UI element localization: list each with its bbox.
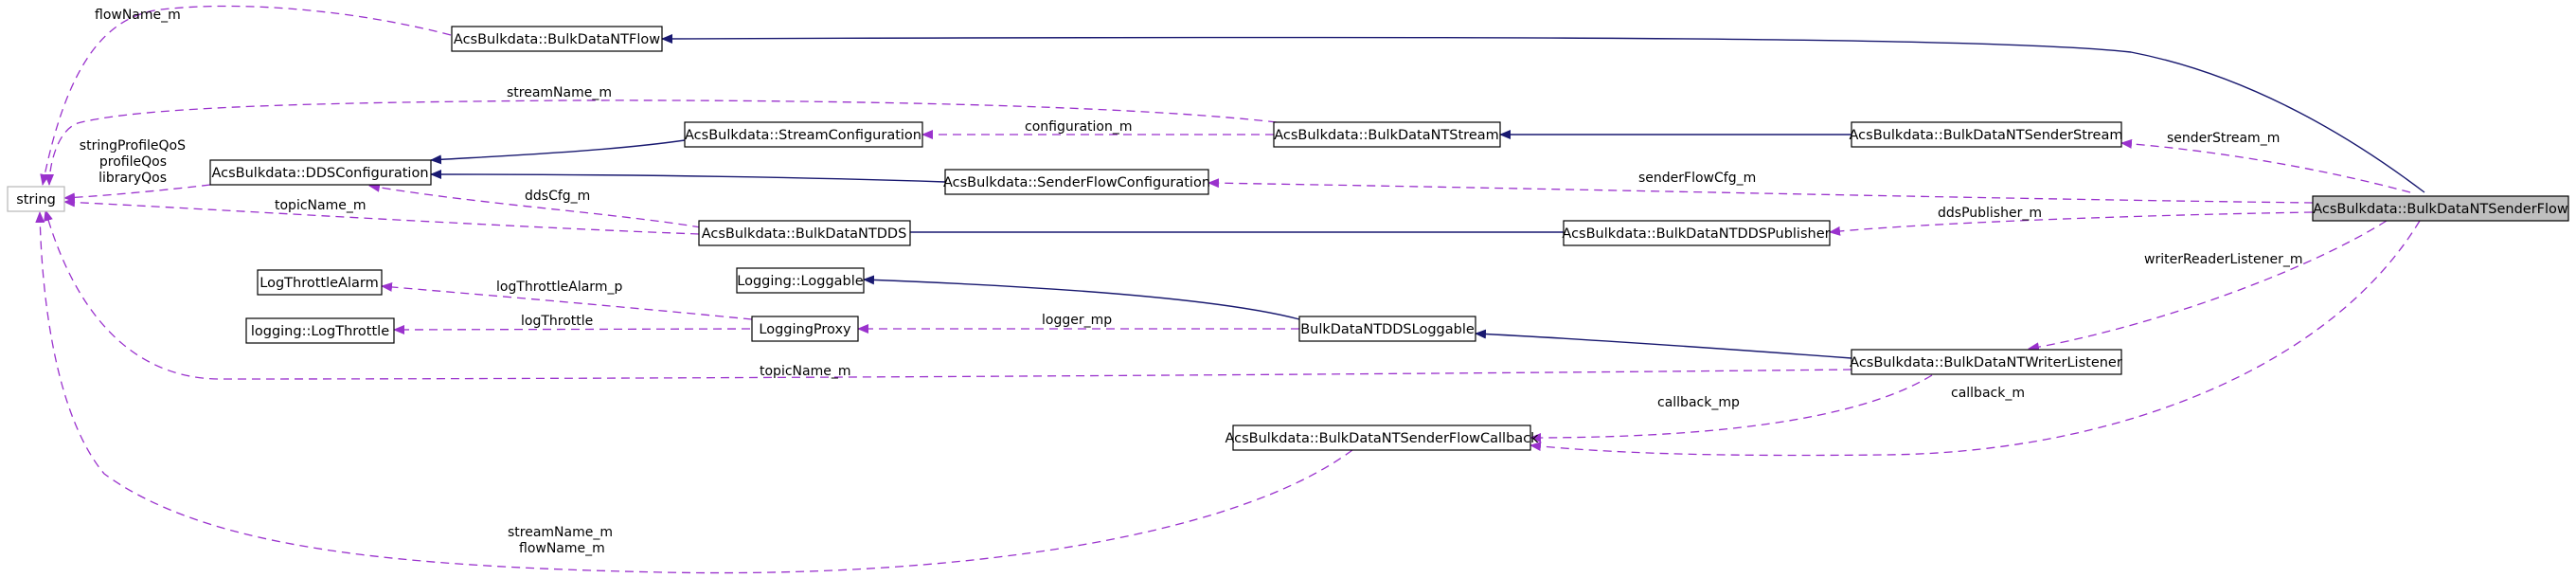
node-bulkdatantsenderstream[interactable]: AcsBulkdata::BulkDataNTSenderStream bbox=[1850, 121, 2123, 148]
edge-senderstream bbox=[2120, 138, 2411, 193]
svg-text:LoggingProxy: LoggingProxy bbox=[759, 322, 851, 337]
edge-senderflow-to-flow bbox=[661, 33, 2425, 193]
label-logthrottle: logThrottle bbox=[521, 314, 593, 329]
node-bulkdatantsenderflowcallback[interactable]: AcsBulkdata::BulkDataNTSenderFlowCallbac… bbox=[1225, 424, 1539, 451]
svg-text:AcsBulkdata::BulkDataNTSenderS: AcsBulkdata::BulkDataNTSenderStream bbox=[1850, 128, 2123, 143]
label-logger: logger_mp bbox=[1042, 313, 1112, 328]
svg-text:AcsBulkdata::BulkDataNTDDSPubl: AcsBulkdata::BulkDataNTDDSPublisher bbox=[1562, 226, 1830, 242]
svg-text:AcsBulkdata::SenderFlowConfigu: AcsBulkdata::SenderFlowConfiguration bbox=[943, 175, 1210, 190]
edge-logthrottlealarm bbox=[381, 281, 753, 320]
label-topicname-dds: topicName_m bbox=[275, 198, 366, 213]
label-stringprofileqos: stringProfileQoS bbox=[80, 138, 186, 154]
svg-text:AcsBulkdata::BulkDataNTSenderF: AcsBulkdata::BulkDataNTSenderFlowCallbac… bbox=[1225, 431, 1539, 446]
svg-text:AcsBulkdata::StreamConfigurati: AcsBulkdata::StreamConfiguration bbox=[685, 128, 921, 143]
label-libraryqos: libraryQos bbox=[98, 171, 167, 186]
svg-text:AcsBulkdata::BulkDataNTSenderF: AcsBulkdata::BulkDataNTSenderFlow bbox=[2313, 202, 2568, 217]
svg-text:AcsBulkdata::BulkDataNTWriterL: AcsBulkdata::BulkDataNTWriterListener bbox=[1850, 355, 2122, 370]
node-ddsconfiguration[interactable]: AcsBulkdata::DDSConfiguration bbox=[209, 159, 432, 186]
node-logging-loggable[interactable]: Logging::Loggable bbox=[736, 267, 865, 294]
edge-topicname-listener bbox=[44, 209, 1852, 380]
svg-text:Logging::Loggable: Logging::Loggable bbox=[737, 274, 864, 289]
label-flowname: flowName_m bbox=[95, 8, 181, 23]
label-senderflowcfg: senderFlowCfg_m bbox=[1638, 171, 1756, 186]
label-writerreaderlistener: writerReaderListener_m bbox=[2144, 252, 2302, 267]
svg-text:AcsBulkdata::BulkDataNTFlow: AcsBulkdata::BulkDataNTFlow bbox=[454, 32, 660, 47]
edge-writerlistener-to-ddsloggable bbox=[1475, 329, 1852, 359]
edge-logthrottle bbox=[393, 324, 751, 334]
label-logthrottlealarm: logThrottleAlarm_p bbox=[496, 280, 622, 295]
node-string[interactable]: string bbox=[7, 186, 65, 212]
edge-callback-mp bbox=[1530, 374, 1933, 443]
svg-text:logging::LogThrottle: logging::LogThrottle bbox=[251, 324, 389, 339]
svg-text:AcsBulkdata::BulkDataNTStream: AcsBulkdata::BulkDataNTStream bbox=[1274, 128, 1499, 143]
edge-callback-to-string bbox=[35, 211, 1353, 574]
node-bulkdatantdds[interactable]: AcsBulkdata::BulkDataNTDDS bbox=[698, 220, 911, 246]
edge-qos bbox=[63, 184, 211, 203]
edge-ddspublisher bbox=[1829, 211, 2314, 236]
edge-streamname bbox=[45, 99, 1278, 186]
node-bulkdatantsenderflow[interactable]: AcsBulkdata::BulkDataNTSenderFlow bbox=[2312, 195, 2569, 222]
edges bbox=[35, 5, 2425, 574]
label-ddscfg: ddsCfg_m bbox=[525, 189, 590, 204]
edge-senderflowcfg-to-ddsconfig bbox=[430, 170, 946, 183]
edge-writerreaderlistener bbox=[2028, 220, 2388, 352]
node-bulkdatantflow[interactable]: AcsBulkdata::BulkDataNTFlow bbox=[451, 26, 663, 52]
edge-labels: flowName_m streamName_m stringProfileQoS… bbox=[80, 8, 2303, 556]
node-senderflowconfiguration[interactable]: AcsBulkdata::SenderFlowConfiguration bbox=[943, 169, 1210, 195]
label-callback-m: callback_m bbox=[1951, 386, 2025, 401]
node-logthrottlealarm[interactable]: LogThrottleAlarm bbox=[257, 269, 383, 296]
edge-ddsloggable-to-loggable bbox=[863, 275, 1300, 320]
label-configuration: configuration_m bbox=[1025, 119, 1133, 135]
node-logging-logthrottle[interactable]: logging::LogThrottle bbox=[245, 317, 395, 344]
label-topicname-listener: topicName_m bbox=[760, 364, 850, 379]
label-profileqos: profileQos bbox=[99, 154, 167, 170]
svg-text:BulkDataNTDDSLoggable: BulkDataNTDDSLoggable bbox=[1300, 322, 1475, 337]
node-loggingproxy[interactable]: LoggingProxy bbox=[751, 316, 859, 342]
svg-text:AcsBulkdata::BulkDataNTDDS: AcsBulkdata::BulkDataNTDDS bbox=[702, 226, 907, 242]
label-senderstream: senderStream_m bbox=[2167, 131, 2280, 146]
label-callback-mp: callback_mp bbox=[1657, 395, 1740, 410]
edge-callback-m bbox=[1530, 220, 2421, 457]
node-streamconfiguration[interactable]: AcsBulkdata::StreamConfiguration bbox=[684, 121, 923, 148]
edge-flowname bbox=[40, 5, 452, 186]
svg-text:LogThrottleAlarm: LogThrottleAlarm bbox=[259, 276, 378, 291]
node-bulkdatantddsloggable[interactable]: BulkDataNTDDSLoggable bbox=[1298, 316, 1476, 342]
label-ddspublisher: ddsPublisher_m bbox=[1938, 206, 2042, 221]
svg-text:AcsBulkdata::DDSConfiguration: AcsBulkdata::DDSConfiguration bbox=[211, 166, 428, 181]
svg-text:string: string bbox=[16, 192, 56, 208]
node-bulkdatantstream[interactable]: AcsBulkdata::BulkDataNTStream bbox=[1273, 121, 1501, 148]
node-bulkdatantddspublisher[interactable]: AcsBulkdata::BulkDataNTDDSPublisher bbox=[1562, 220, 1831, 246]
node-bulkdatantwriterlistener[interactable]: AcsBulkdata::BulkDataNTWriterListener bbox=[1850, 349, 2122, 375]
label-streamname-bottom: streamName_m bbox=[508, 525, 613, 540]
nodes: AcsBulkdata::BulkDataNTFlow string AcsBu… bbox=[7, 26, 2569, 451]
label-flowname-bottom: flowName_m bbox=[519, 541, 605, 556]
label-streamname: streamName_m bbox=[507, 85, 612, 100]
edge-ddscfg bbox=[368, 182, 702, 228]
edge-streamconfig-to-ddsconfig bbox=[430, 139, 686, 165]
edge-senderflowcfg bbox=[1208, 178, 2314, 204]
edge-topicname-dds bbox=[63, 197, 700, 235]
